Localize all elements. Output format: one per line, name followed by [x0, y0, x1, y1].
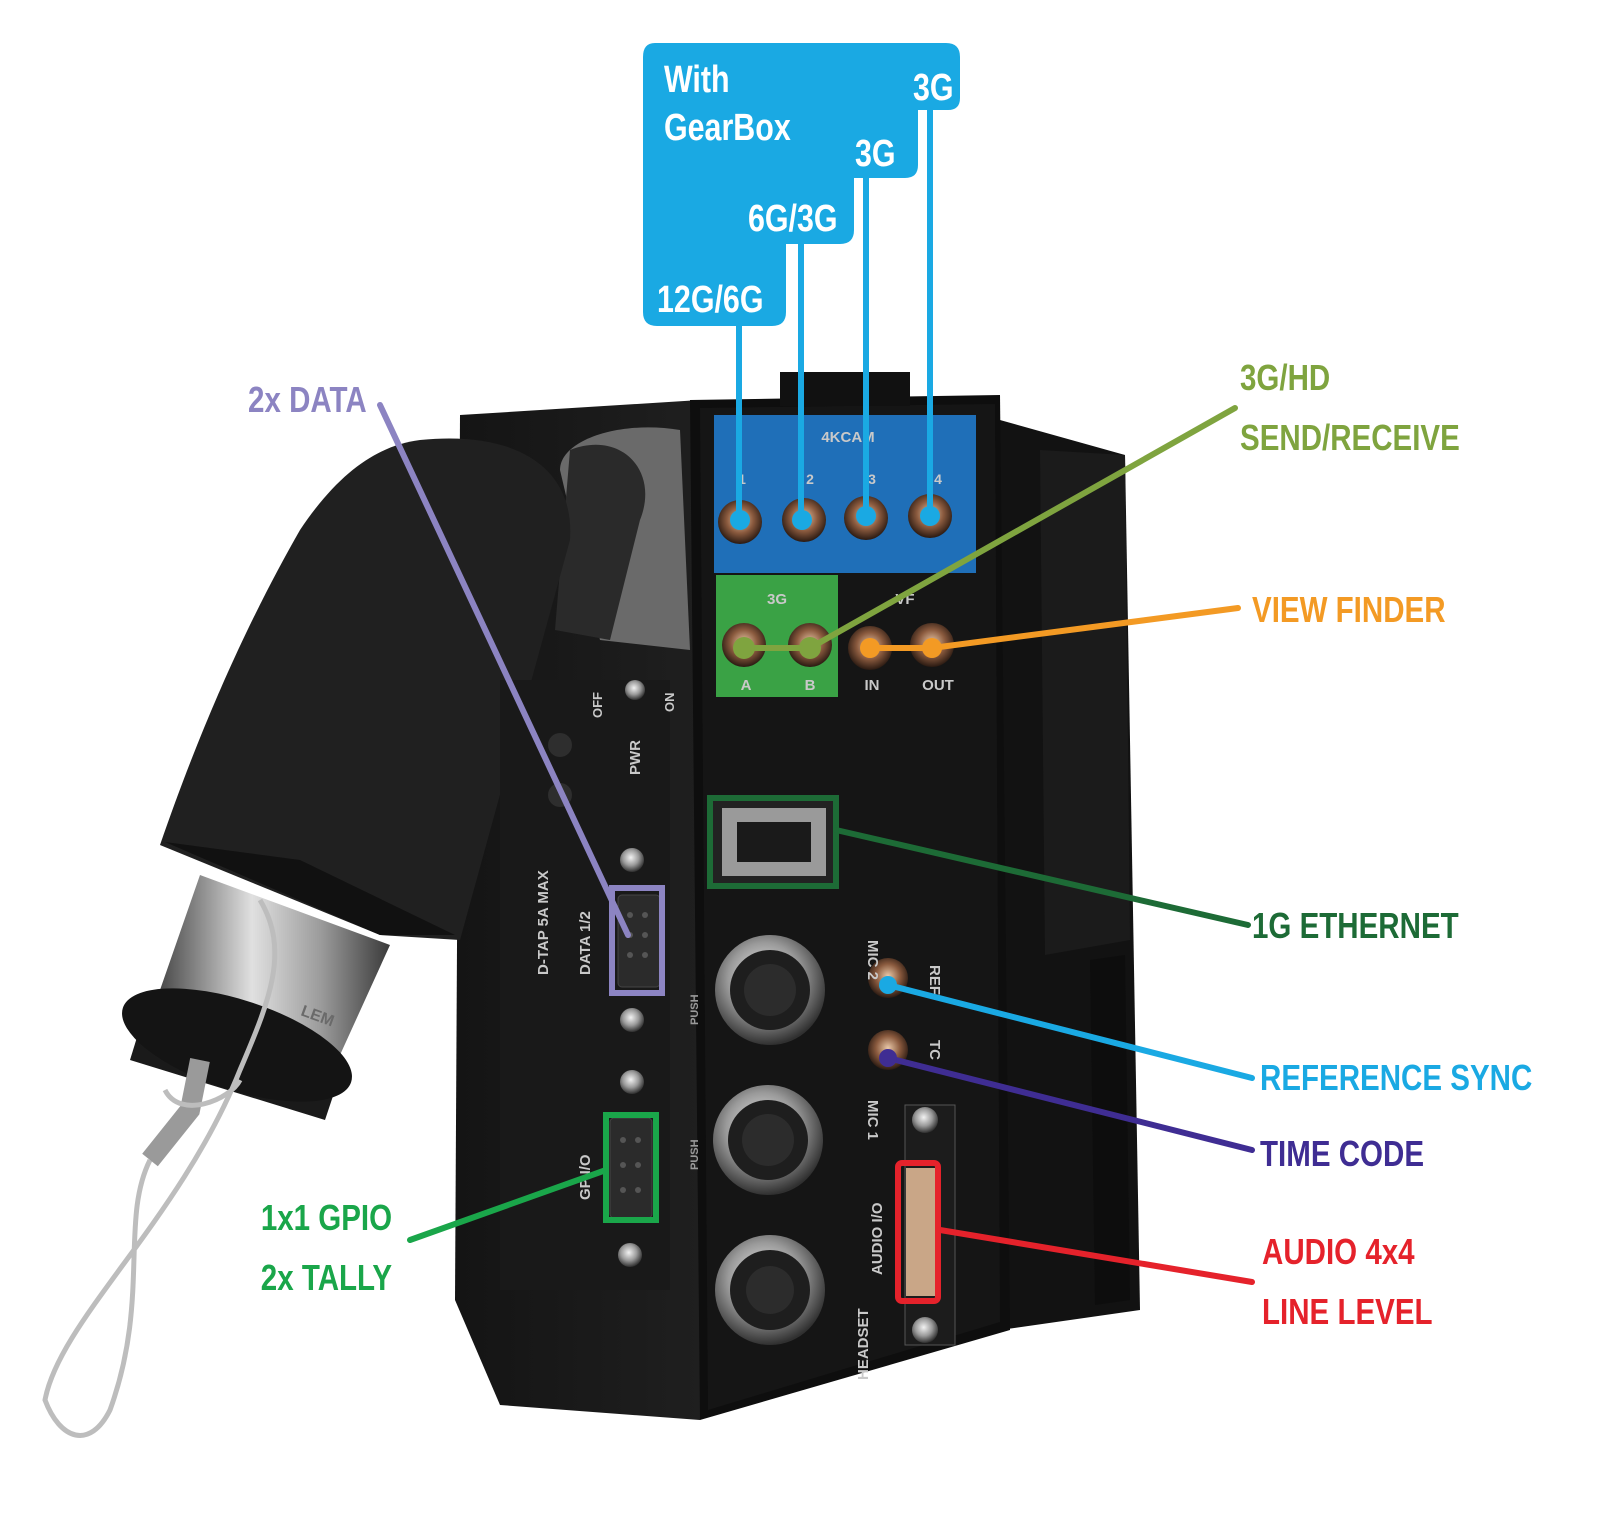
data-callout-label: 2x DATA [248, 379, 367, 420]
label-port-1: 1 [738, 471, 746, 487]
gpio-callout-line [407, 1167, 609, 1243]
viewfinder-arm [42, 427, 690, 1438]
label-a: A [741, 677, 752, 694]
label-b: B [805, 677, 816, 694]
ethernet-callout-label: 1G ETHERNET [1252, 905, 1459, 946]
callout-lines [377, 107, 1255, 1304]
data-callout-line [377, 402, 631, 938]
label-ref: REF [926, 965, 943, 995]
label-on: ON [662, 693, 677, 713]
port-dots [730, 506, 942, 1067]
tc-callout-label: TIME CODE [1260, 1133, 1425, 1174]
sdi-callout-label-line1: 3G/HD [1240, 357, 1331, 398]
ref-callout-label: REFERENCE SYNC [1260, 1057, 1533, 1098]
gpio-callout-label-line2: 2x TALLY [260, 1257, 392, 1298]
audio-callout-line [937, 1227, 1255, 1285]
tc-callout-line [885, 1055, 1255, 1153]
label-3g: 3G [767, 591, 787, 608]
panel-printing: 4KCAM 1 2 3 4 3G A B VF IN OUT MIC 2 REF… [299, 429, 954, 1380]
left-controls [500, 680, 670, 1290]
audio-io-connector [906, 1168, 936, 1296]
gearbox-port-4-label: 3G [913, 67, 954, 109]
ref-callout-line [885, 982, 1255, 1081]
label-in: IN [865, 677, 880, 694]
audio-callout-label-line1: AUDIO 4x4 [1262, 1231, 1415, 1272]
ethernet-callout-line [833, 827, 1251, 928]
gearbox-port-2-label: 6G/3G [748, 198, 838, 240]
gearbox-title-line2: GearBox [664, 107, 791, 149]
data-highlight [609, 885, 665, 996]
front-panel [712, 415, 976, 1346]
ethernet-highlight [707, 795, 839, 889]
label-4kcam: 4KCAM [821, 429, 874, 446]
label-tc: TC [926, 1040, 943, 1060]
label-push-mic2: PUSH [689, 994, 701, 1025]
label-pwr: PWR [627, 740, 644, 775]
gearbox-port-1-label: 12G/6G [657, 279, 764, 321]
gearbox-title-line1: With [664, 59, 730, 101]
label-mic2: MIC 2 [864, 940, 881, 980]
audio-callout-label-line2: LINE LEVEL [1262, 1291, 1433, 1332]
label-port-2: 2 [806, 471, 814, 487]
label-off: OFF [590, 692, 605, 718]
label-port-4: 4 [934, 471, 942, 487]
label-headset: HEADSET [855, 1308, 872, 1380]
label-data12: DATA 1/2 [577, 911, 594, 975]
label-mic1: MIC 1 [864, 1100, 881, 1140]
label-dtap: D-TAP 5A MAX [535, 870, 552, 975]
label-push-mic1: PUSH [689, 1139, 701, 1170]
label-audio-io: AUDIO I/O [869, 1202, 886, 1275]
gpio-callout-label-line1: 1x1 GPIO [260, 1197, 392, 1238]
label-port-3: 3 [868, 471, 876, 487]
sdi-callout-label-line2: SEND/RECEIVE [1240, 417, 1460, 458]
gearbox-callout-box [643, 43, 960, 326]
vf-callout-label: VIEW FINDER [1252, 589, 1446, 630]
gearbox-port-3-label: 3G [855, 133, 896, 175]
label-out: OUT [922, 677, 954, 694]
